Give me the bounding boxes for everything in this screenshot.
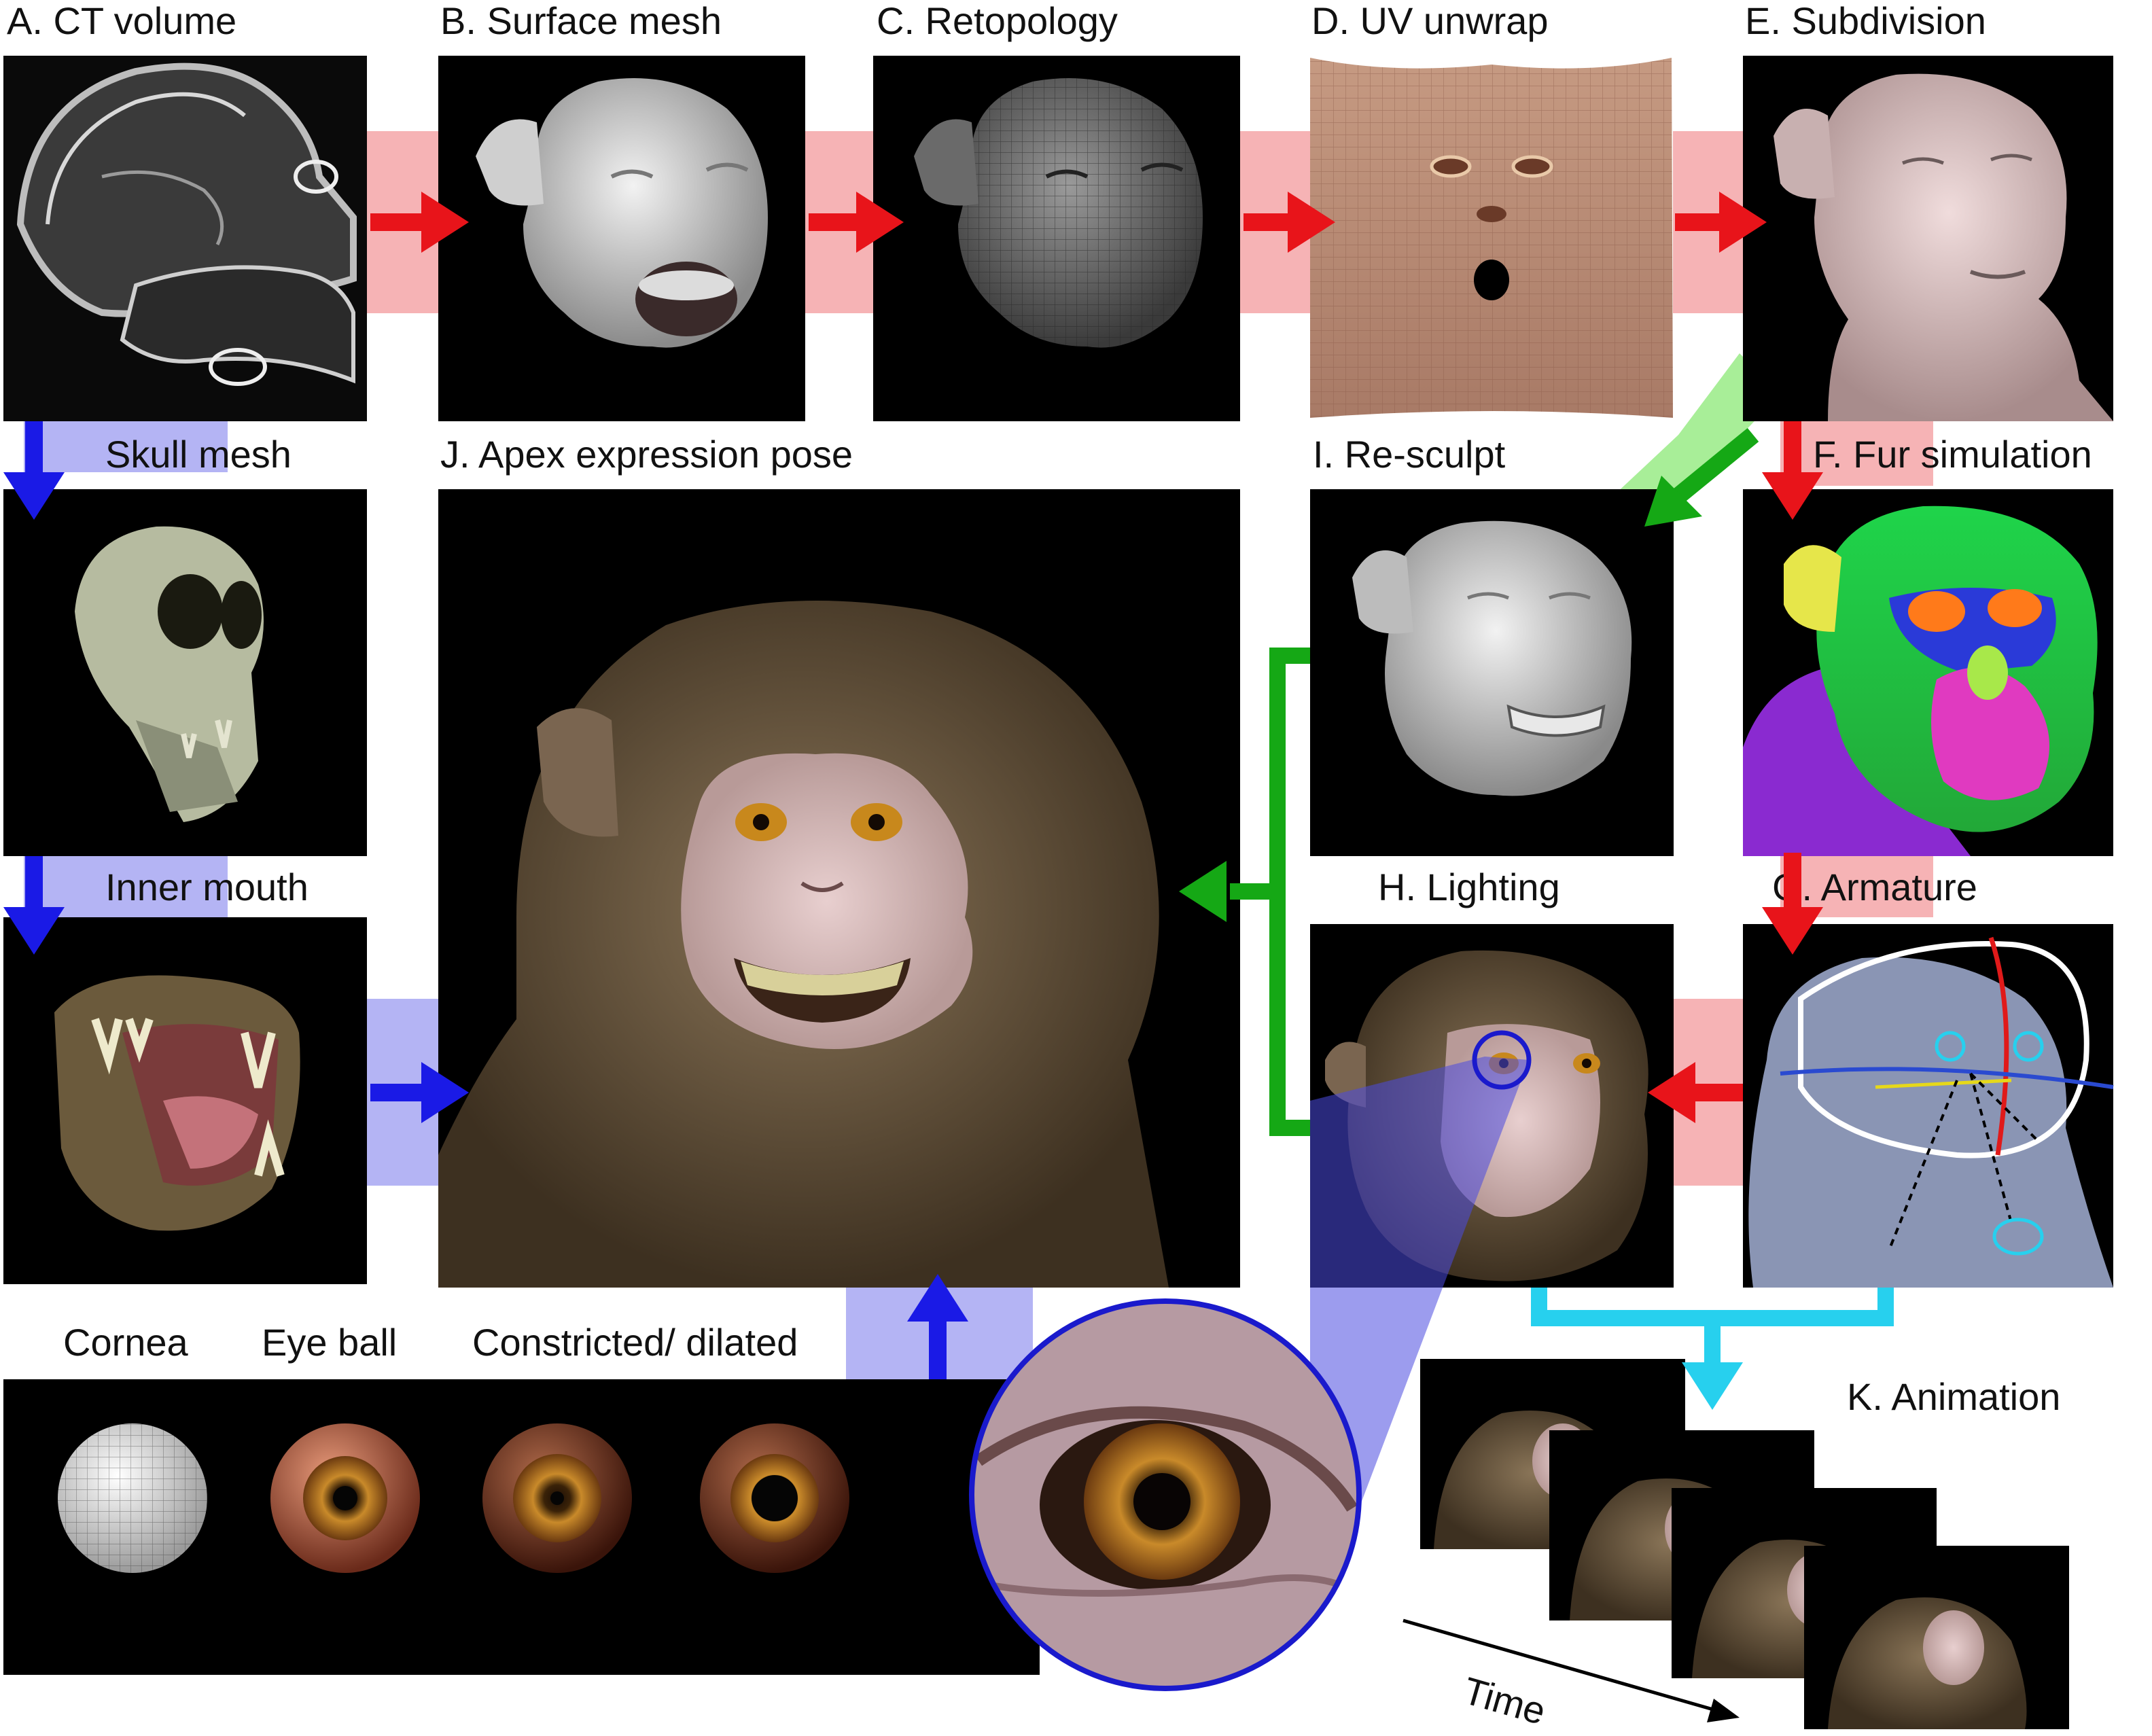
panel-e-label: E. Subdivision: [1745, 0, 1986, 42]
pipeline-arrows: [370, 192, 1823, 1123]
cornea-label: Cornea: [63, 1321, 189, 1364]
animation-arrow: [1531, 1288, 1894, 1410]
armature-rig-render: [1743, 924, 2114, 1288]
panel-k-label: K. Animation: [1847, 1375, 2060, 1418]
panel-f-label: F. Fur simulation: [1813, 433, 2092, 476]
asset-arrows: [3, 421, 968, 1379]
inner-mouth-render: [3, 917, 367, 1284]
time-arrow: [1403, 1618, 1740, 1722]
panel-d-label: D. UV unwrap: [1311, 0, 1549, 42]
panel-g-label: G. Armature: [1772, 866, 1977, 908]
resculpt-arrows: [1179, 427, 1759, 1136]
eye-zoom-inset: [969, 1030, 1532, 1691]
animation-frame-4: [1804, 1546, 2069, 1729]
fur-groom-render: [1743, 489, 2113, 856]
resculpt-render: [1310, 489, 1674, 856]
panel-b-label: B. Surface mesh: [440, 0, 722, 42]
inner-mouth-label: Inner mouth: [105, 866, 308, 908]
ct-scan-image: [3, 56, 367, 421]
panel-i-label: I. Re-sculpt: [1313, 433, 1506, 476]
subdivided-head-render: [1743, 56, 2113, 422]
panel-h-label: H. Lighting: [1378, 866, 1560, 908]
pipeline-bands: [24, 131, 1933, 1386]
animation-frames: [1420, 1359, 2069, 1729]
panel-c-label: C. Retopology: [877, 0, 1118, 42]
skull-render: [3, 489, 367, 856]
surface-mesh-render: [438, 56, 805, 421]
panel-a-label: A. CT volume: [7, 0, 236, 42]
pupil-label: Constricted/ dilated: [472, 1321, 798, 1364]
apex-expression-render: [438, 489, 1240, 1288]
time-label: Time: [1459, 1669, 1551, 1733]
panel-j-label: J. Apex expression pose: [440, 433, 853, 476]
retopology-wireframe-render: [873, 56, 1240, 421]
uv-map-image: [1310, 58, 1673, 418]
eyeball-label: Eye ball: [262, 1321, 397, 1364]
zoom-beam: [1310, 1057, 1529, 1508]
eyeball-renders: [3, 1379, 1040, 1675]
skull-mesh-label: Skull mesh: [105, 433, 292, 476]
